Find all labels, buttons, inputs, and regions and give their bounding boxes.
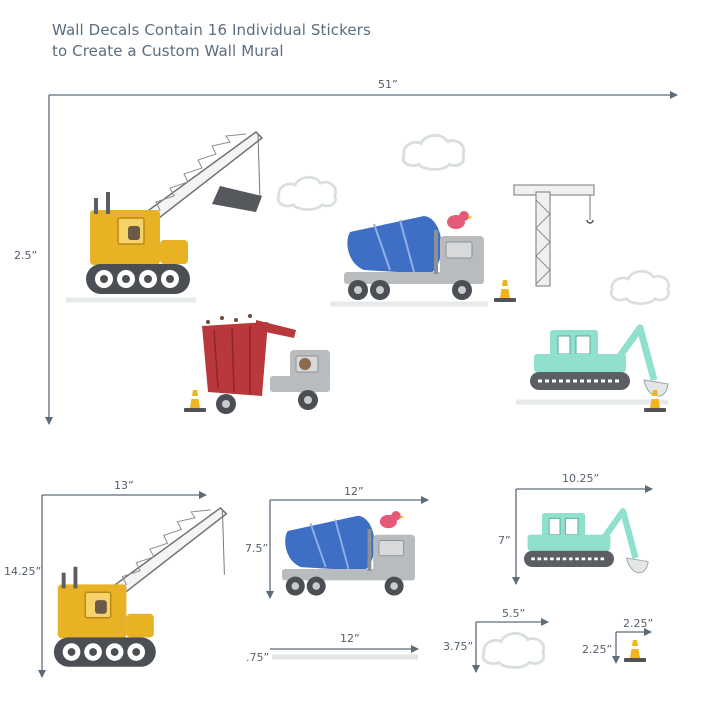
crane-load: [212, 186, 262, 212]
excavator-height-label: 7”: [498, 534, 511, 547]
mural-width-label: 51”: [378, 78, 398, 91]
excavator-width-label: 10.25”: [562, 472, 600, 485]
cloud-width-label: 5.5”: [502, 607, 526, 620]
cone-top-1: [494, 280, 516, 302]
cloud-3: [609, 269, 670, 305]
crane-height-label: 14.25”: [4, 565, 42, 578]
cone-height-label: 2.25”: [582, 643, 613, 656]
mixer-sticker-top: [343, 210, 485, 301]
title-line-1: Wall Decals Contain 16 Individual Sticke…: [52, 21, 371, 39]
excavator-sticker: [524, 511, 648, 573]
dump-truck-sticker: [202, 314, 330, 414]
mixer-sticker: [281, 510, 416, 597]
title-line-2: to Create a Custom Wall Mural: [52, 42, 284, 60]
crane-sticker-top: [85, 131, 263, 295]
crane-width-label: 13”: [114, 479, 134, 492]
excavator-sticker-top: [530, 328, 668, 396]
page-title: Wall Decals Contain 16 Individual Sticke…: [52, 20, 371, 62]
cone-width-label: 2.25”: [623, 617, 654, 630]
cloud-2: [276, 175, 337, 211]
road-height-label: .75”: [246, 651, 270, 664]
mixer-height-label: 7.5”: [245, 542, 269, 555]
mixer-width-label: 12”: [344, 485, 364, 498]
cloud-height-label: 3.75”: [443, 640, 474, 653]
cloud-sticker: [481, 631, 546, 669]
crane-sticker: [53, 507, 228, 668]
road-width-label: 12”: [340, 632, 360, 645]
tower-crane-sticker: [513, 184, 595, 287]
cone-sticker: [624, 640, 646, 662]
cone-top-2: [184, 390, 206, 412]
mural-height-label: 2.5”: [14, 249, 38, 262]
cloud-1: [401, 133, 466, 171]
